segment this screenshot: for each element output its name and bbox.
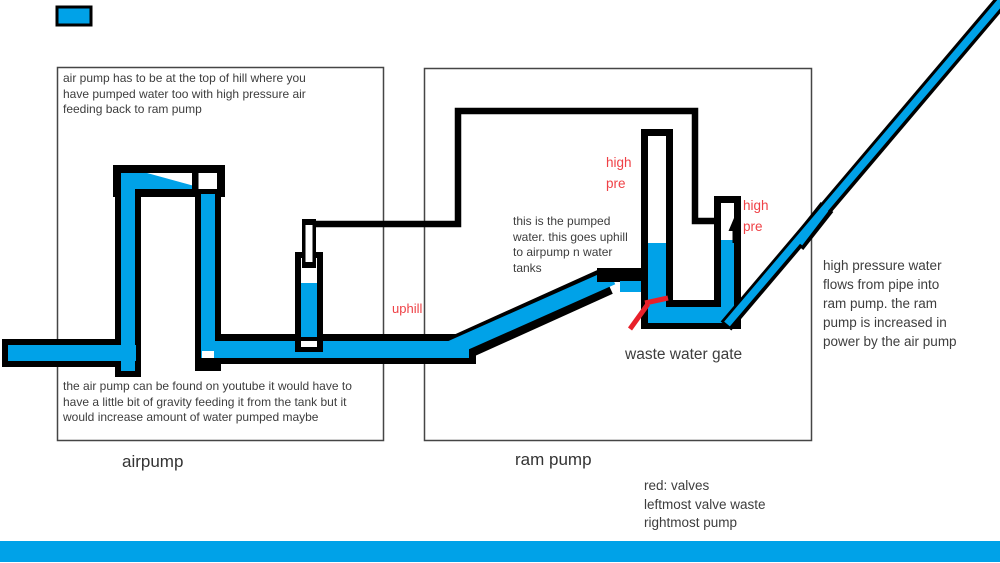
airpump-label: airpump bbox=[122, 452, 184, 471]
note-line: ram pump. the ram bbox=[823, 296, 938, 311]
top-tank-water bbox=[121, 173, 198, 189]
note-line: feeding back to ram pump bbox=[63, 102, 202, 116]
label-line: pre bbox=[743, 218, 763, 234]
ram-pump-label: ram pump bbox=[515, 450, 592, 469]
waste-valve-mark bbox=[644, 295, 669, 306]
label-line: high bbox=[743, 198, 769, 213]
high-pressure-note: high pressure water flows from pipe into… bbox=[823, 256, 957, 351]
inlet-connector-bar bbox=[597, 268, 646, 282]
ram-pump-box bbox=[423, 67, 813, 442]
waste-valve-lever-mark bbox=[627, 302, 651, 331]
valve-legend: red: valves leftmost valve waste rightmo… bbox=[644, 477, 766, 533]
pressure-tank-water bbox=[648, 243, 666, 323]
intake-tube-bore bbox=[305, 225, 313, 262]
outlet-tank-water bbox=[721, 240, 734, 323]
label-line: pre bbox=[606, 175, 626, 191]
note-line: water. this goes uphill bbox=[513, 229, 628, 244]
high-pre-right-label: high pre bbox=[743, 196, 769, 237]
note-line: air pump has to be at the top of hill wh… bbox=[63, 71, 306, 85]
up-arrow-icon bbox=[728, 218, 740, 231]
legend-line: red: valves bbox=[644, 478, 710, 493]
airpump-bottom-note: the air pump can be found on youtube it … bbox=[63, 379, 352, 426]
note-line: tanks bbox=[513, 260, 542, 275]
right-riser-water bbox=[201, 194, 215, 351]
high-pre-left-label: high pre bbox=[606, 153, 632, 194]
legend-line: leftmost valve waste bbox=[644, 496, 766, 512]
inlet-connector-water bbox=[620, 281, 646, 292]
note-line: flows from pipe into bbox=[823, 277, 940, 292]
note-line: to airpump n water bbox=[513, 245, 613, 259]
note-line: this is the pumped bbox=[513, 214, 611, 228]
main-pipe-water bbox=[201, 341, 469, 358]
label-line: high bbox=[606, 155, 632, 170]
left-riser-water bbox=[121, 177, 135, 371]
feed-pipe-water bbox=[8, 345, 136, 361]
note-line: the air pump can be found on youtube it … bbox=[63, 379, 352, 393]
air-line-pipe bbox=[307, 107, 721, 228]
airpump-top-note: air pump has to be at the top of hill wh… bbox=[63, 71, 306, 118]
note-line: high pressure water bbox=[823, 258, 942, 273]
note-line: have pumped water too with high pressure… bbox=[63, 86, 306, 101]
uphill-pipe-water bbox=[446, 269, 616, 357]
note-line: power by the air pump bbox=[823, 334, 957, 349]
intake-tank-water bbox=[301, 283, 317, 337]
uphill-label: uphill bbox=[392, 301, 423, 316]
riser-junction-gap bbox=[202, 351, 214, 358]
note-line: have a little bit of gravity feeding it … bbox=[63, 394, 347, 409]
source-tank bbox=[55, 5, 93, 27]
bottom-water-strip bbox=[0, 541, 1000, 562]
intake-tank-notch bbox=[301, 341, 317, 347]
note-line: pump is increased in bbox=[823, 315, 947, 330]
outlet-tank-air bbox=[721, 203, 734, 241]
note-line: would increase amount of water pumped ma… bbox=[63, 410, 319, 424]
pressure-tank-air bbox=[648, 136, 666, 244]
legend-line: rightmost pump bbox=[644, 515, 738, 530]
airpump-box bbox=[56, 66, 385, 442]
pumped-water-note: this is the pumped water. this goes uphi… bbox=[513, 214, 628, 276]
top-tank-divider bbox=[192, 165, 199, 197]
supply-pipe-water bbox=[724, 0, 1000, 327]
tank-connector-water bbox=[666, 307, 721, 323]
waste-water-gate-label: waste water gate bbox=[625, 346, 743, 363]
